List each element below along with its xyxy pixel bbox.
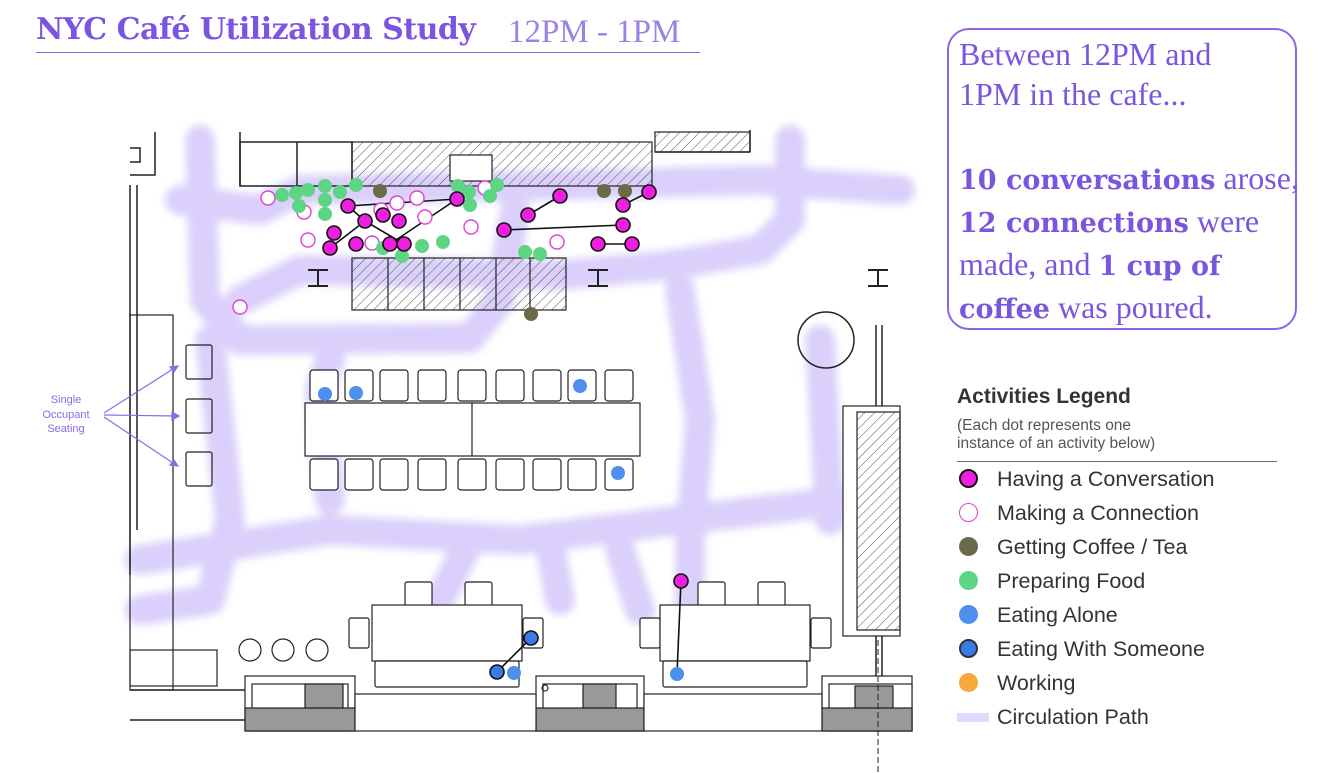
activity-dots-eating-with-someone <box>489 630 539 680</box>
legend-note: (Each dot represents one instance of an … <box>957 417 1277 462</box>
communal-table <box>304 369 641 491</box>
bar-stools <box>308 269 888 287</box>
single-seating-label-line1: Single <box>51 394 82 406</box>
page-title: NYC Café Utilization Study <box>36 12 476 47</box>
activity-dots-connection <box>232 180 565 315</box>
conversations-count: 10 conversations <box>959 165 1216 196</box>
legend-item-coffee: Getting Coffee / Tea <box>957 530 1277 564</box>
coffee-count-part1: 1 cup of <box>1098 251 1221 282</box>
legend-label: Having a Conversation <box>997 467 1215 491</box>
legend-item-conversation: Having a Conversation <box>957 462 1277 496</box>
legend-note-line2: instance of an activity below) <box>957 435 1156 452</box>
floor-plan: Single Occupant Seating <box>42 125 915 773</box>
activity-dots-food <box>275 178 547 263</box>
connections-count: 12 connections <box>959 208 1189 239</box>
legend-label: Making a Connection <box>997 501 1199 525</box>
summary-conversations-line: 10 conversations arose, <box>959 158 1299 201</box>
legend-label: Working <box>997 671 1076 695</box>
legend-label: Eating With Someone <box>997 637 1205 661</box>
legend-label: Getting Coffee / Tea <box>997 535 1188 559</box>
single-seating-label: Single Occupant Seating <box>42 394 89 435</box>
eating-with-someone-dot-icon <box>959 639 978 658</box>
conversations-tail: arose, <box>1215 160 1299 196</box>
single-seating-label-line3: Seating <box>47 423 84 435</box>
connection-ring-icon <box>959 503 978 522</box>
lower-table-right <box>639 581 832 688</box>
food-dot-icon <box>959 571 978 590</box>
legend-label: Eating Alone <box>997 603 1118 627</box>
summary-intro-line1: Between 12PM and <box>959 36 1212 72</box>
coffee-dot-icon <box>959 537 978 556</box>
legend-note-line1: (Each dot represents one <box>957 417 1132 434</box>
single-seating-arrows <box>103 365 181 467</box>
lower-table-left <box>348 581 544 688</box>
summary-coffee-line2: coffee was poured. <box>959 287 1295 330</box>
legend-title: Activities Legend <box>957 385 1131 408</box>
legend-item-eating-with-someone: Eating With Someone <box>957 632 1277 666</box>
legend-item-working: Working <box>957 666 1277 700</box>
communal-chairs-bottom <box>309 458 634 491</box>
activity-dots-conversation <box>322 184 689 589</box>
connections-tail: were <box>1188 203 1260 239</box>
counters <box>351 131 901 637</box>
small-round-stools <box>238 638 329 662</box>
coffee-tail: was poured. <box>1049 289 1213 325</box>
legend-label: Circulation Path <box>997 705 1149 729</box>
circulation-path-swatch-icon <box>957 713 989 722</box>
activities-legend: Activities Legend (Each dot represents o… <box>957 385 1277 734</box>
time-range: 12PM - 1PM <box>508 14 681 50</box>
activity-dots-eating-alone <box>318 379 684 681</box>
legend-item-eating-alone: Eating Alone <box>957 598 1277 632</box>
circulation-paths <box>125 125 915 655</box>
legend-label: Preparing Food <box>997 569 1146 593</box>
summary-box: Between 12PM and 1PM in the cafe... 10 c… <box>947 28 1299 330</box>
working-dot-icon <box>959 673 978 692</box>
storefront <box>244 675 913 732</box>
coffee-count-part2: coffee <box>959 294 1050 325</box>
eating-alone-dot-icon <box>959 605 978 624</box>
summary-coffee-line1: made, and 1 cup of <box>959 244 1295 287</box>
conversation-dot-icon <box>959 469 978 488</box>
summary-connections-line: 12 connections were <box>959 201 1295 244</box>
title-bar: NYC Café Utilization Study 12PM - 1PM <box>36 10 700 53</box>
legend-item-circulation-path: Circulation Path <box>957 700 1277 734</box>
single-seating-label-line2: Occupant <box>42 409 89 421</box>
legend-item-connection: Making a Connection <box>957 496 1277 530</box>
summary-intro-line2: 1PM in the cafe... <box>959 76 1187 112</box>
legend-item-food: Preparing Food <box>957 564 1277 598</box>
round-table <box>797 311 855 369</box>
activity-dots-coffee <box>373 184 632 321</box>
single-occupant-seats <box>129 314 218 691</box>
coffee-lead: made, and <box>959 246 1099 282</box>
